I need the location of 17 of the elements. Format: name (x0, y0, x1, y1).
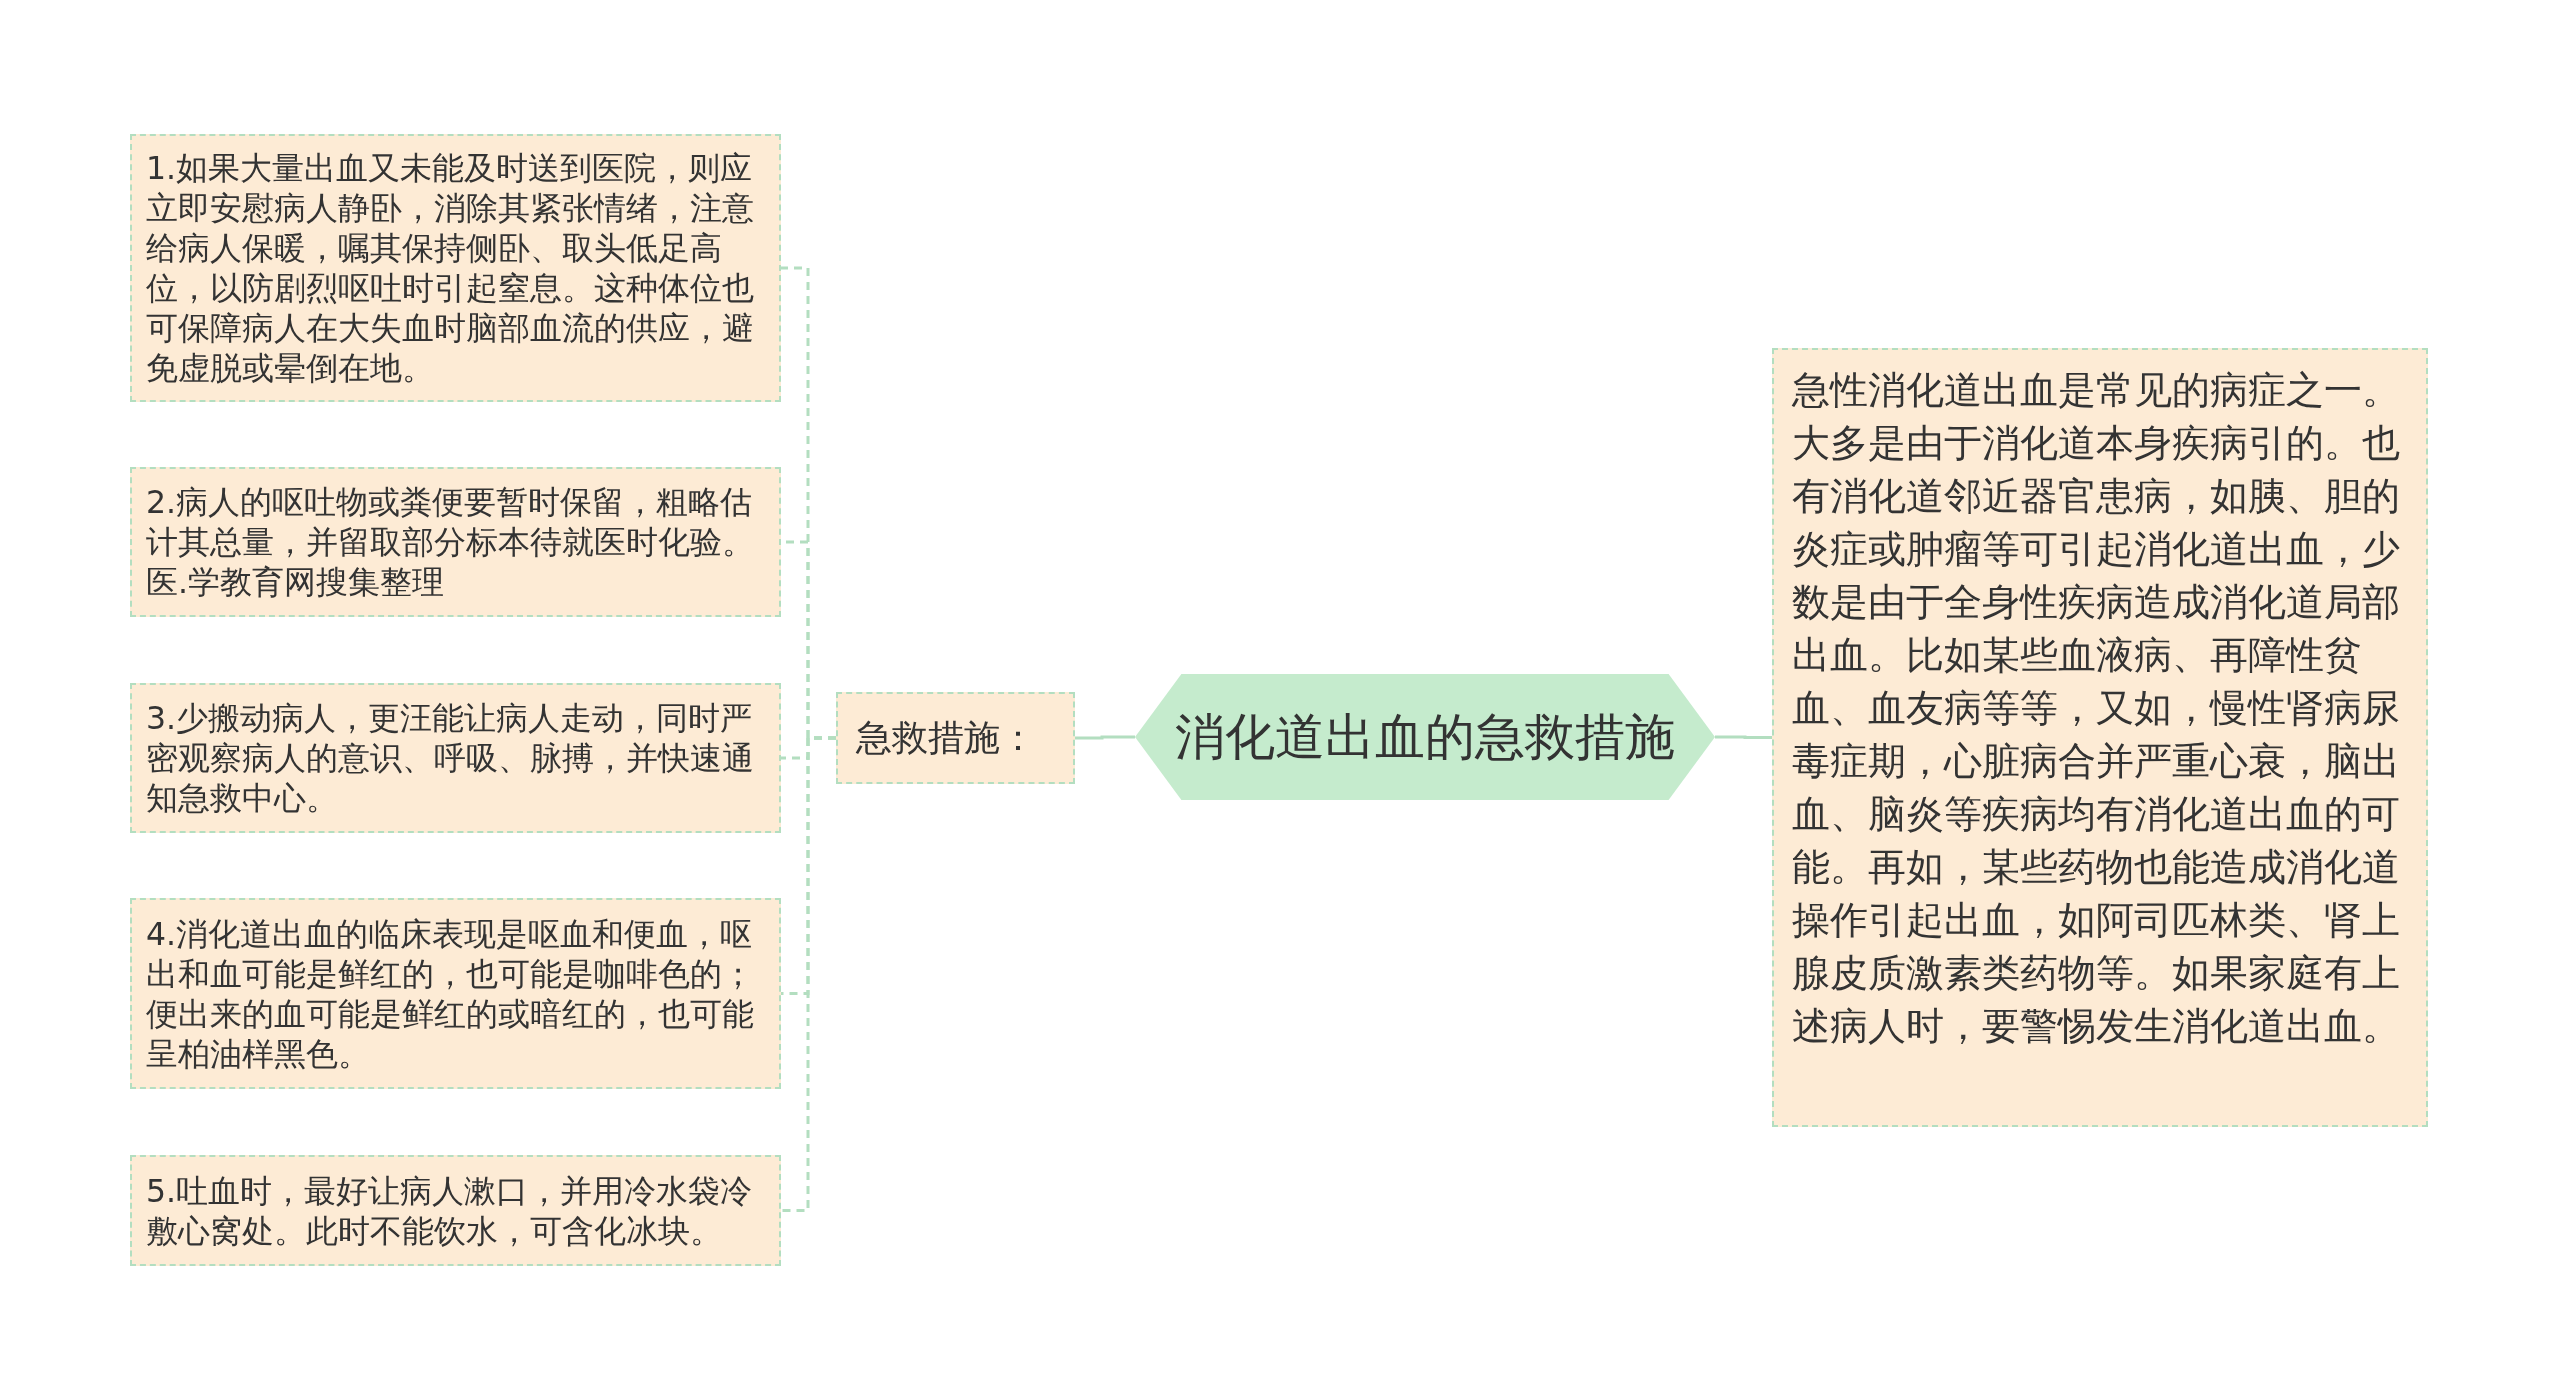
note-box (130, 467, 781, 617)
note-text: 5.吐血时，最好让病人漱口，并用冷水袋冷敷心窝处。此时不能饮水，可含化冰块。 (146, 1171, 754, 1251)
note-box (130, 898, 781, 1089)
note-text: 4.消化道出血的临床表现是呕血和便血，呕出和血可能是鲜红的，也可能是咖啡色的；便出来的血可能是鲜红的或暗红的，也可能呈柏油样黑色。 (146, 914, 755, 1074)
note-text: 急性消化道出血是常见的病症之一。大多是由于消化道本身疾病引的。也有消化道邻近器官患病，如胰、胆的炎症或肿瘤等可引起消化道出血，少数是由于全身性疾病造成消化道局部出血。比如某些血液病、再障性贫血、血友病等等，又如，慢性肾病尿毒症期，心脏病合并严重心衰，脑出血、脑炎等疾病均有消化道出血的可能。再如，某些药物也能造成消化道操作引起出血，如阿司匹林类、肾上腺皮质激素类药物等。如果家庭有上述病人时，要警惕发生消化道出血。 (1792, 367, 2401, 1050)
note-box (1772, 348, 2428, 1127)
note-text: 1.如果大量出血又未能及时送到医院，则应立即安慰病人静卧，消除其紧张情绪，注意给病人保暖，嘱其保持侧卧、取头低足高位，以防剧烈呕吐时引起窒息。这种体位也可保障病人在大失血时脑部血流的供应，避免虚脱或晕倒在地。 (146, 149, 755, 388)
connector-line (1715, 735, 1772, 739)
note-box (130, 683, 781, 833)
note-box (130, 134, 781, 402)
branch-text: 急救措施： (856, 715, 1036, 760)
note-box (130, 1155, 781, 1266)
note-text: 3.少搬动病人，更汪能让病人走动，同时严密观察病人的意识、呼吸、脉搏，并快速通知急救中心。 (146, 699, 755, 818)
note-text: 2.病人的呕吐物或粪便要暂时保留，粗略估计其总量，并留取部分标本待就医时化验。医.学教育网搜集整理 (146, 483, 755, 602)
topic-text: 消化道出血的急救措施 (1175, 706, 1675, 768)
connector-line (1075, 735, 1135, 740)
branch-box (836, 692, 1075, 784)
